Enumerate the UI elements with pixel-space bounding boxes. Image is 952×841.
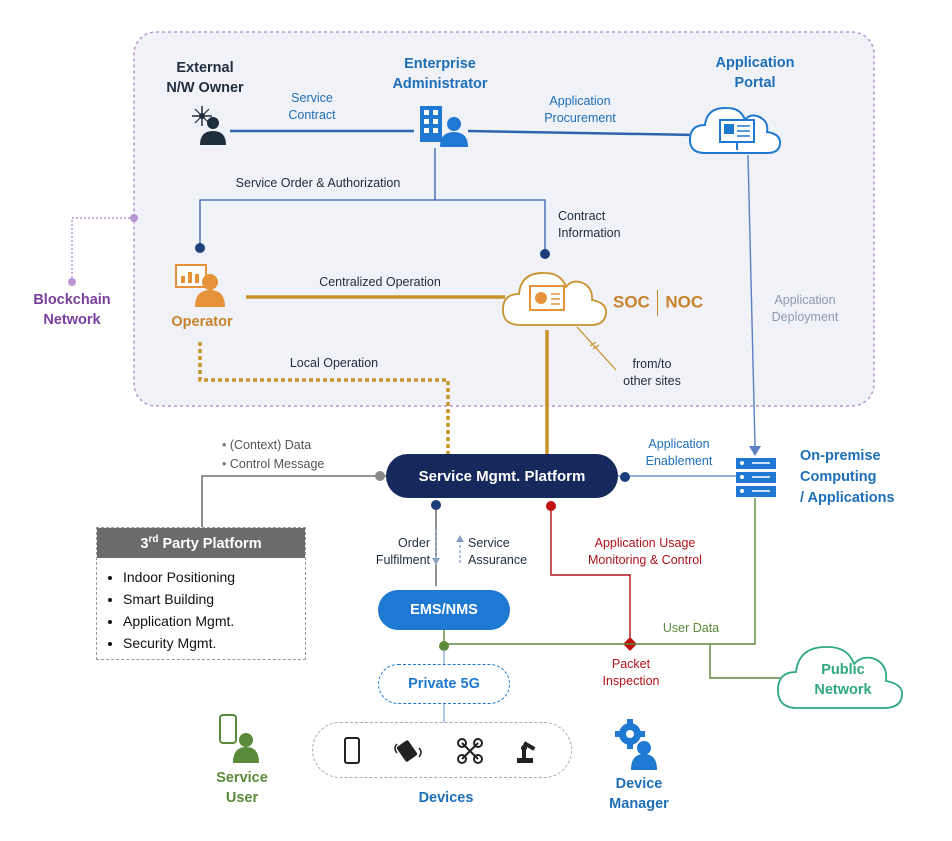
list-item: Indoor Positioning [123,566,305,588]
connector-dot [375,471,385,481]
application-enablement-label: Application Enablement [645,437,713,468]
smartphone-icon [344,737,360,764]
service-order-label: Service Order & Authorization [235,176,401,190]
server-rack-icon [736,458,776,497]
service-user-label: Service User [216,770,268,806]
device-manager-label: Device Manager [609,776,669,812]
chart-person-icon [175,264,225,307]
connector-dot [195,243,205,253]
user-data-label: User Data [662,621,720,635]
third-party-list: Indoor Positioning Smart Building Applic… [97,566,305,654]
deployment-arrow [747,154,756,447]
list-item: Application Mgmt. [123,610,305,632]
blockchain-dot [68,278,76,286]
application-portal-label: Application Portal [715,55,795,91]
soc-text: SOC [613,292,650,312]
phone-person-icon [219,714,259,763]
connector-dot [620,472,630,482]
contract-info-line [435,199,546,254]
devices-box [312,722,572,778]
procurement-line [467,129,697,137]
devices-label: Devices [418,790,474,806]
other-sites-line [576,326,617,371]
contract-info-label: Contract Information [558,209,621,240]
local-operation-label: Local Operation [289,356,379,370]
connector-dot [546,501,556,511]
local-operation-line [198,342,450,455]
operator-label: Operator [171,314,233,330]
antenna-person-icon [192,106,226,145]
context-bullets: (Context) Data Control Message [222,436,325,474]
ems-nms-box: EMS/NMS [378,590,510,630]
cloud-portal-icon [688,106,782,154]
bullet-item: (Context) Data [222,436,324,455]
centralized-operation-label: Centralized Operation [319,275,441,289]
public-network-line [709,644,780,679]
gear-person-icon [615,719,657,770]
third-party-title-text: 3rd Party Platform [140,534,262,552]
drone-icon [457,738,483,764]
sensor-icon [394,740,422,762]
blockchain-region [133,31,875,407]
application-deployment-label: Application Deployment [771,293,839,324]
third-party-title: 3rd Party Platform [97,528,305,558]
external-owner-label: External N/W Owner [166,60,244,96]
service-assurance-label: Service Assurance [468,536,528,567]
soc-noc-label: SOC NOC [613,290,703,316]
list-item: Smart Building [123,588,305,610]
list-item: Security Mgmt. [123,632,305,654]
private-5g-box: Private 5G [378,664,510,704]
other-sites-label: from/to other sites [623,357,681,388]
service-mgmt-platform: Service Mgmt. Platform [386,454,618,498]
cloud-icon [777,646,903,709]
connector-dot [540,249,550,259]
packet-inspection-label: Packet Inspection [602,657,660,688]
third-party-platform: 3rd Party Platform Indoor Positioning Sm… [96,527,306,660]
public-network-label: Public Network [814,662,872,698]
user-data-line [443,498,756,645]
on-premise-label: On-premise Computing / Applications [800,448,895,506]
blockchain-label: Blockchain Network [33,292,111,328]
app-usage-label: Application Usage Monitoring & Control [588,536,702,567]
service-order-line [199,148,436,248]
third-party-link [201,475,386,527]
robot-arm-icon [517,741,536,763]
application-procurement-label: Application Procurement [544,94,616,125]
usage-monitoring-line [550,506,631,643]
bullet-item: Control Message [222,455,325,474]
service-contract-label: Service Contract [288,91,336,122]
connector-dot [439,641,449,651]
connector-dot [431,500,441,510]
enterprise-admin-label: Enterprise Administrator [392,56,488,92]
order-fulfilment-label: Order Fulfilment [375,536,430,567]
noc-text: NOC [665,292,704,312]
building-person-icon [420,106,468,147]
cloud-chart-icon [502,272,607,326]
blockchain-dot [130,214,138,222]
